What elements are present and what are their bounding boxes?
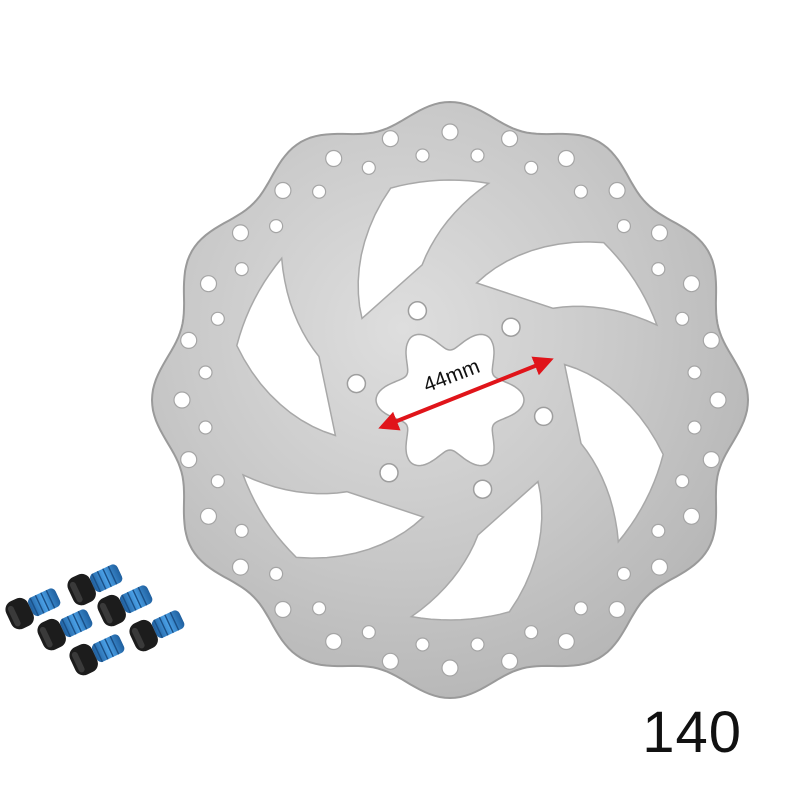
mounting-bolt — [69, 634, 125, 676]
rotor-vent-hole — [441, 659, 459, 677]
hub-bolt-hole — [472, 479, 493, 499]
rotor-vent-hole — [274, 600, 292, 619]
rotor-vent-hole — [312, 601, 327, 616]
rotor-vent-hole — [524, 625, 539, 640]
rotor-vent-hole — [557, 149, 575, 168]
rotor-spoke-cutout — [563, 363, 665, 544]
rotor-size-label: 140 — [642, 700, 742, 765]
rotor-vent-hole — [180, 451, 198, 469]
rotor-vent-hole — [231, 224, 250, 242]
rotor-vent-hole — [608, 181, 626, 200]
rotor-vent-hole — [702, 451, 720, 469]
rotor-vent-hole — [199, 275, 218, 293]
rotor-vent-hole — [675, 311, 690, 326]
rotor-vent-hole — [682, 275, 701, 293]
rotor-vent-hole — [198, 365, 213, 380]
rotor-vent-hole — [361, 160, 376, 175]
rotor-spoke-cutout — [357, 179, 491, 320]
rotor-vent-hole — [199, 507, 218, 525]
rotor-vent-hole — [198, 420, 213, 435]
rotor-vent-hole — [274, 181, 292, 200]
rotor-vent-hole — [325, 149, 343, 168]
rotor-vent-hole — [682, 507, 701, 525]
rotor-vent-hole — [651, 262, 666, 277]
rotor-vent-hole — [312, 184, 327, 199]
mounting-bolt — [67, 564, 123, 606]
rotor-vent-hole — [573, 601, 589, 616]
rotor-vent-hole — [234, 262, 249, 277]
rotor-vent-hole — [608, 600, 626, 619]
rotor-spoke-cutout — [241, 473, 425, 559]
rotor-vent-hole — [687, 420, 702, 435]
rotor-vent-hole — [650, 558, 669, 576]
rotor-vent-hole — [325, 632, 343, 651]
hub-bolt-hole — [379, 463, 399, 483]
rotor-vent-hole — [557, 632, 575, 651]
mounting-bolts — [5, 564, 185, 676]
rotor-vent-hole — [573, 184, 589, 199]
rotor-vent-hole — [231, 558, 250, 576]
rotor-vent-hole — [381, 652, 399, 670]
rotor-spoke-cutout — [475, 241, 659, 327]
hub-bolt-hole — [533, 406, 554, 427]
rotor-spoke-cutout — [409, 480, 543, 621]
mounting-bolt — [129, 610, 185, 652]
rotor-vent-hole — [616, 566, 632, 582]
rotor-vent-hole — [501, 130, 519, 148]
rotor-vent-hole — [524, 160, 539, 175]
rotor-vent-hole — [180, 331, 198, 349]
rotor-vent-hole — [210, 474, 225, 489]
rotor-vent-hole — [210, 311, 225, 326]
rotor-vent-hole — [501, 652, 519, 670]
rotor-vent-hole — [616, 219, 632, 234]
hub-bolt-hole — [501, 317, 521, 337]
rotor-vent-hole — [361, 625, 376, 640]
mounting-bolt — [97, 585, 153, 627]
rotor-vent-hole — [234, 523, 249, 539]
hub-bolt-hole — [346, 373, 367, 394]
rotor-vent-hole — [651, 523, 666, 539]
rotor-vent-hole — [269, 566, 284, 582]
rotor-vent-hole — [702, 331, 720, 349]
rotor-vent-hole — [173, 391, 191, 409]
rotor-vent-hole — [415, 637, 430, 652]
rotor-vent-hole — [687, 365, 702, 380]
rotor-vent-hole — [415, 148, 430, 163]
rotor-vent-hole — [650, 224, 669, 242]
rotor-spoke-cutout — [235, 256, 337, 437]
rotor-vent-hole — [675, 474, 690, 489]
rotor-vent-hole — [470, 148, 485, 163]
rotor-vent-hole — [470, 637, 485, 652]
mounting-bolt — [5, 588, 61, 630]
mounting-bolt — [37, 609, 93, 651]
rotor-vent-hole — [709, 391, 727, 409]
rotor-vent-hole — [381, 130, 399, 148]
rotor-vent-hole — [441, 123, 459, 141]
hub-bolt-hole — [407, 301, 428, 321]
rotor-vent-hole — [269, 219, 284, 234]
